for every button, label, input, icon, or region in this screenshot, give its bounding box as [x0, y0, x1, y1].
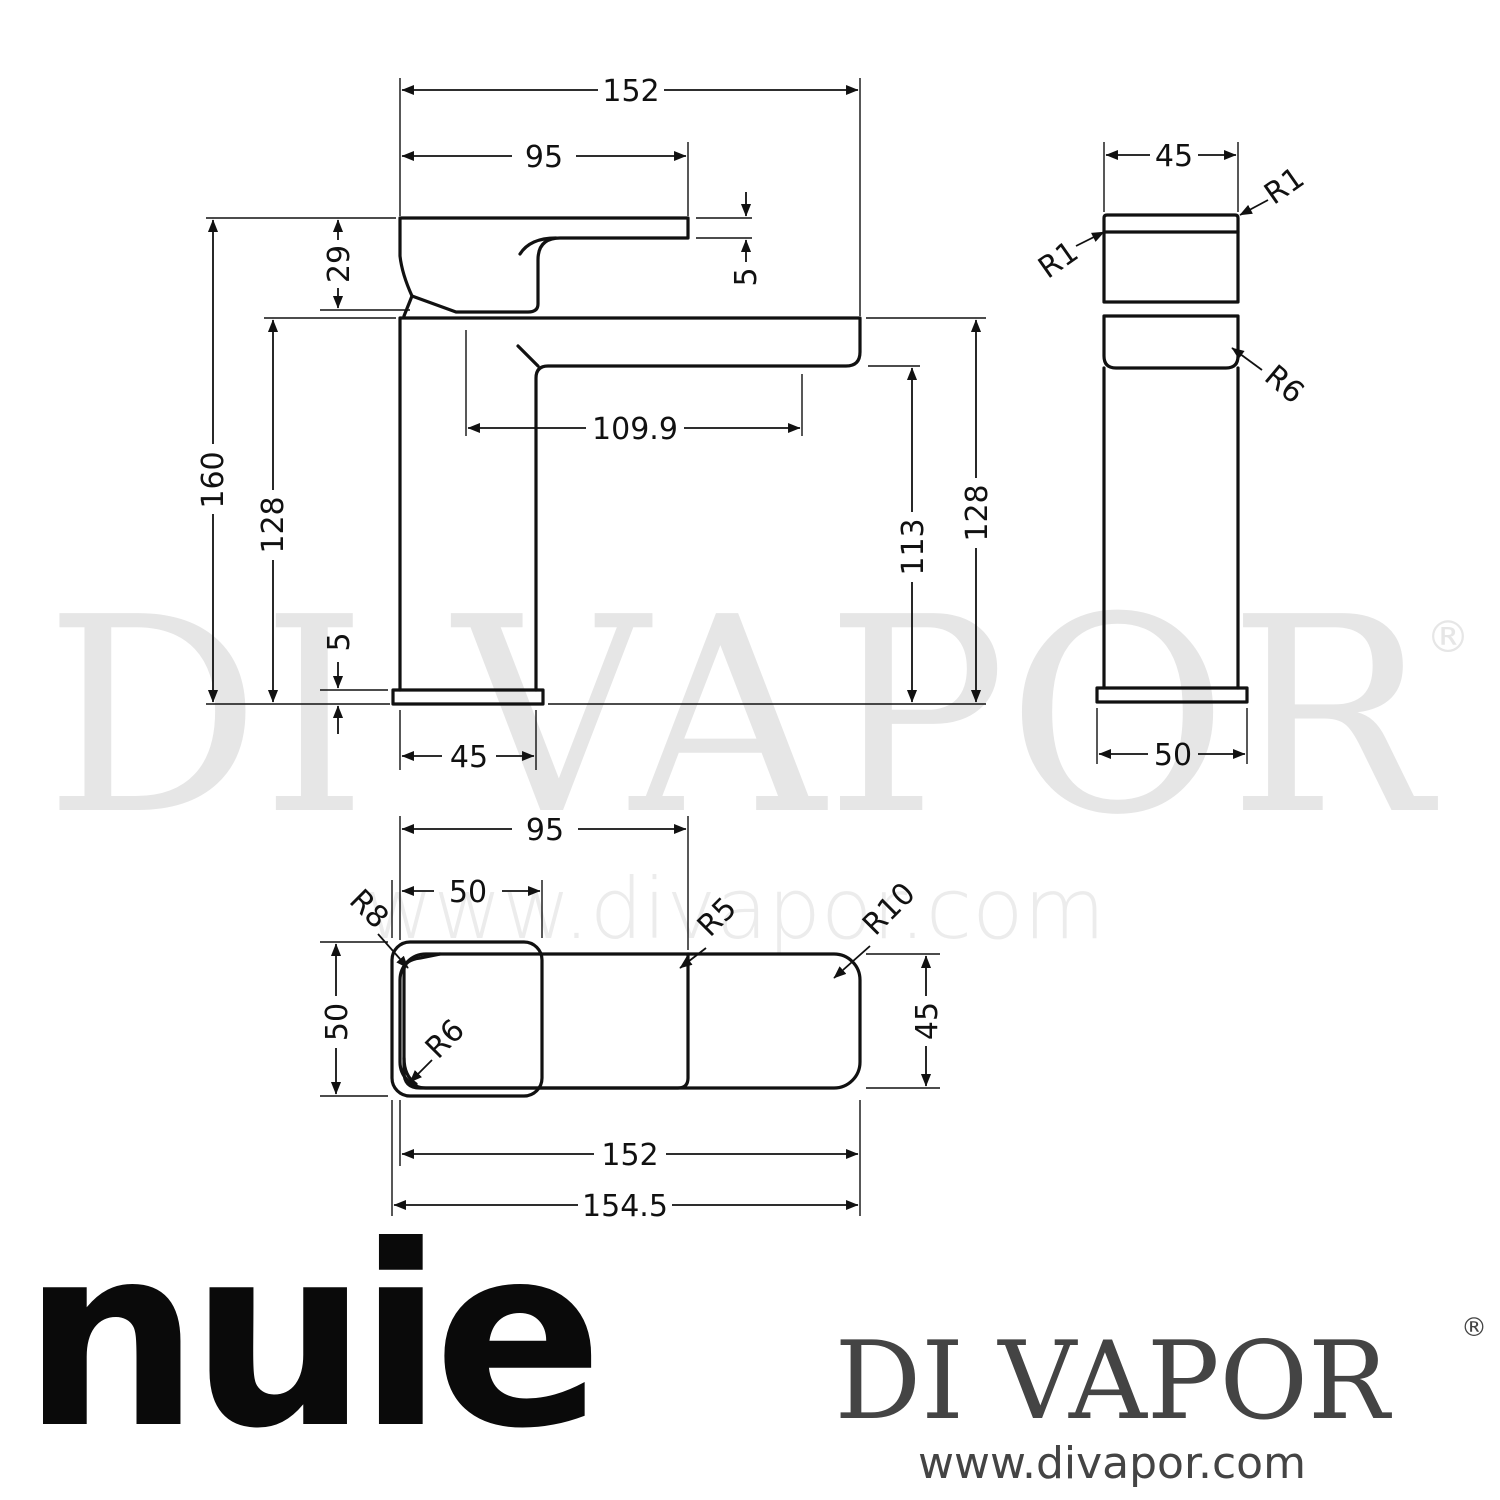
side-handle-outline: [398, 216, 690, 314]
dim-side-body-height-left: 128: [256, 496, 291, 553]
end-handle-block: [1102, 230, 1240, 304]
dim-side-body-height-right: 128: [960, 484, 995, 541]
dim-side-handle-length: 95: [525, 140, 563, 175]
plan-spout-outline: [398, 952, 862, 1090]
dim-side-base-thickness: 5: [322, 632, 357, 651]
dim-end-radius-top-right: R1: [1258, 160, 1311, 212]
dim-plan-handle-length: 95: [526, 813, 564, 848]
end-extension-lines: [1096, 142, 1248, 764]
dim-plan-overall-length: 154.5: [582, 1189, 668, 1224]
side-extension-lines: [206, 78, 986, 770]
divapor-logo-url: www.divapor.com: [918, 1438, 1306, 1489]
divapor-logo-registered: ®: [1461, 1313, 1487, 1343]
dim-end-base-width: 50: [1154, 738, 1192, 773]
dim-plan-spout-width: 45: [910, 1002, 945, 1040]
side-spout-notch: [516, 344, 540, 368]
dim-end-radius-top-left: R1: [1032, 234, 1085, 286]
dim-side-spout-reach: 109.9: [592, 412, 678, 447]
dim-side-handle-tip-gap: 5: [729, 267, 764, 286]
watermark-brand: DI VAPOR: [45, 559, 1440, 874]
nuie-logo: nuie: [22, 1192, 603, 1483]
dim-side-body-width: 45: [450, 740, 488, 775]
dim-side-spout-clearance: 113: [896, 518, 931, 575]
watermark-registered-mark: ®: [1426, 612, 1470, 663]
dim-side-overall-height: 160: [196, 451, 231, 508]
dim-side-handle-height: 29: [322, 245, 357, 283]
divapor-logo: DI VAPOR ® www.divapor.com: [835, 1313, 1487, 1489]
end-spout-block: [1102, 314, 1240, 370]
dim-side-overall-length: 152: [602, 74, 659, 109]
plan-base-outline: [390, 940, 544, 1098]
side-view: 152 95 5 29 160 128 5 109.9 113: [196, 74, 995, 775]
end-body: [1102, 366, 1240, 690]
side-handle-curve: [518, 236, 558, 256]
dim-plan-lever-length: 50: [449, 875, 487, 910]
divapor-logo-text: DI VAPOR: [835, 1319, 1392, 1444]
dim-end-top-width: 45: [1155, 139, 1193, 174]
plan-lever-inner: [402, 1056, 418, 1086]
dim-plan-spout-length: 152: [601, 1138, 658, 1173]
side-handle-lower: [402, 294, 414, 318]
plan-handle-outline: [402, 952, 690, 1090]
dim-plan-base-width: 50: [320, 1003, 355, 1041]
dim-end-radius-spout: R6: [1258, 358, 1311, 410]
nuie-logo-text: nuie: [22, 1192, 593, 1483]
dim-plan-radius-lever-inner: R6: [419, 1013, 472, 1066]
watermark: DI VAPOR ® www.divapor.com: [45, 559, 1470, 958]
end-base-plate: [1095, 686, 1249, 704]
side-base-plate: [391, 688, 545, 706]
end-handle-top: [1102, 213, 1240, 234]
plan-extension-lines: [320, 816, 940, 1216]
side-body-outline: [398, 316, 862, 692]
